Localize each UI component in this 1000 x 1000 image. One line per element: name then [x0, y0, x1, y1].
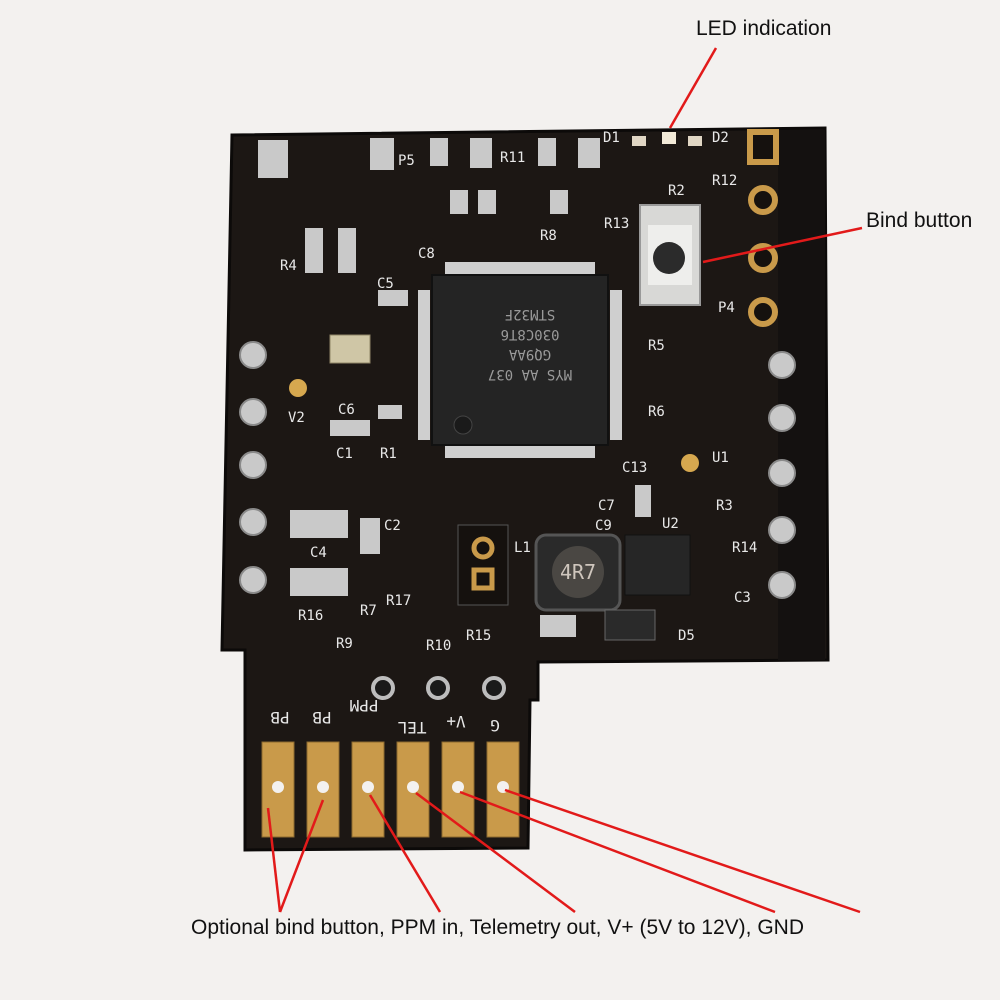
- label-v2: V2: [288, 410, 305, 426]
- callout-lines: [266, 47, 863, 914]
- mcu-chip: [418, 262, 622, 458]
- chip-text-4: MYS AA 037: [488, 366, 572, 382]
- label-r13: R13: [604, 216, 629, 232]
- label-d5: D5: [678, 628, 695, 644]
- label-c13: C13: [622, 460, 647, 476]
- callout-line-vplus: [459, 790, 776, 914]
- diode: [604, 609, 656, 641]
- label-r2: R2: [668, 183, 685, 199]
- gold-test-points: [289, 379, 699, 472]
- label-r12: R12: [712, 173, 737, 189]
- label-r7: R7: [360, 603, 377, 619]
- label-l1: L1: [514, 540, 531, 556]
- label-u2: U2: [662, 516, 679, 532]
- label-c9: C9: [595, 518, 612, 534]
- label-r8: R8: [540, 228, 557, 244]
- pad-label-gnd: G: [490, 716, 500, 735]
- label-c2: C2: [384, 518, 401, 534]
- label-r4: R4: [280, 258, 297, 274]
- label-u1: U1: [712, 450, 729, 466]
- header-pads: [747, 129, 779, 327]
- label-c1: C1: [336, 446, 353, 462]
- leds: [632, 132, 702, 146]
- label-r16: R16: [298, 608, 323, 624]
- chip-text-1: STM32F: [505, 306, 556, 322]
- left-edge-pads: [239, 341, 267, 594]
- callout-line-led: [668, 47, 718, 129]
- bind-button-part: [639, 204, 701, 306]
- chip-text-2: 030C8T6: [500, 326, 559, 342]
- pad-label-vplus: V+: [446, 712, 465, 731]
- label-p4: P4: [718, 300, 735, 316]
- label-r1: R1: [380, 446, 397, 462]
- label-c3: C3: [734, 590, 751, 606]
- vias: [371, 676, 506, 700]
- inductor-label: 4R7: [560, 560, 596, 584]
- label-r6: R6: [648, 404, 665, 420]
- label-r9: R9: [336, 636, 353, 652]
- label-r17: R17: [386, 593, 411, 609]
- label-r5: R5: [648, 338, 665, 354]
- pcb-board: [220, 126, 830, 852]
- pin-description-label: Optional bind button, PPM in, Telemetry …: [191, 916, 804, 939]
- callout-line-gnd: [504, 788, 861, 914]
- callout-line-pb2: [278, 799, 325, 913]
- label-c6: C6: [338, 402, 355, 418]
- callout-line-ppm: [368, 794, 442, 913]
- crystal: [329, 334, 371, 364]
- label-r10: R10: [426, 638, 451, 654]
- two-pin-header: [457, 524, 509, 606]
- right-edge-pads: [768, 351, 796, 599]
- label-c4: C4: [310, 545, 327, 561]
- pad-label-pb1: PB: [270, 708, 289, 727]
- label-p5: P5: [398, 153, 415, 169]
- label-r15: R15: [466, 628, 491, 644]
- chip-text-3: GQ9AA: [508, 346, 551, 362]
- smd-pads: [258, 138, 651, 637]
- label-c7: C7: [598, 498, 615, 514]
- label-r14: R14: [732, 540, 757, 556]
- label-d1: D1: [603, 130, 620, 146]
- label-r3: R3: [716, 498, 733, 514]
- label-d2: D2: [712, 130, 729, 146]
- label-c5: C5: [377, 276, 394, 292]
- label-r11: R11: [500, 150, 525, 166]
- pad-label-tel: TEL: [398, 718, 427, 737]
- led-indication-label: LED indication: [696, 17, 832, 40]
- callout-line-bind: [702, 226, 863, 264]
- bind-button-label: Bind button: [866, 209, 973, 232]
- callout-line-tel: [415, 791, 576, 914]
- pad-label-ppm: PPM: [350, 696, 379, 715]
- label-c8: C8: [418, 246, 435, 262]
- regulator-ic: [624, 534, 691, 596]
- callout-line-pb1: [266, 807, 282, 913]
- inductor: [534, 533, 622, 612]
- pad-label-pb2: PB: [312, 708, 331, 727]
